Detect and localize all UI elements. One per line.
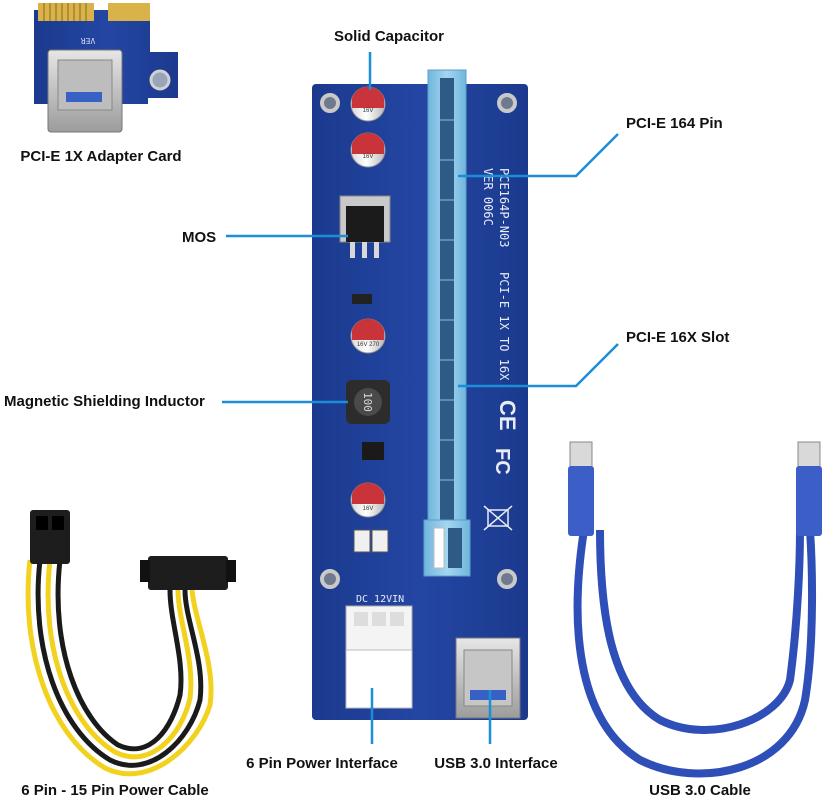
label-magnetic-inductor: Magnetic Shielding Inductor xyxy=(4,393,205,410)
label-pcie-16x-slot: PCI-E 16X Slot xyxy=(626,329,729,346)
board-description-text: PCI-E 1X TO 16X xyxy=(497,272,511,381)
label-pcie-164-pin: PCI-E 164 Pin xyxy=(626,115,723,132)
board-version-text: VER 006C xyxy=(481,168,495,226)
label-usb-cable: USB 3.0 Cable xyxy=(649,782,751,799)
board-model-text: PCE164P-N03 xyxy=(497,168,511,247)
svg-text:16V: 16V xyxy=(363,506,374,512)
solid-capacitor: 16V 16V 16V 270 16V xyxy=(350,86,386,518)
dc-input-label: DC 12VIN xyxy=(356,594,404,605)
magnetic-inductor: 100 xyxy=(346,380,390,424)
fc-mark: FC xyxy=(491,448,513,475)
riser-board: PCE164P-N03 VER 006C PCI-E 1X TO 16X CE … xyxy=(312,69,528,720)
power-connector xyxy=(345,605,413,709)
label-power-cable: 6 Pin - 15 Pin Power Cable xyxy=(21,782,209,799)
svg-text:16V: 16V xyxy=(363,154,374,160)
weee-bin-icon xyxy=(483,505,513,531)
svg-text:16V: 16V xyxy=(363,108,374,114)
label-usb-interface: USB 3.0 Interface xyxy=(434,755,557,772)
capacitor-print: 16V 270 xyxy=(357,342,380,348)
ce-mark: CE xyxy=(495,400,520,431)
label-adapter-card: PCI-E 1X Adapter Card xyxy=(20,148,181,165)
label-power-interface: 6 Pin Power Interface xyxy=(246,755,398,772)
label-mos: MOS xyxy=(182,229,216,246)
usb-cable xyxy=(568,441,822,778)
usb-port xyxy=(455,637,521,719)
label-solid-capacitor: Solid Capacitor xyxy=(334,28,444,45)
adapter-card-print: VER xyxy=(81,36,96,45)
inductor-code: 100 xyxy=(361,392,374,412)
power-cable xyxy=(25,510,236,777)
callout-lines xyxy=(222,52,619,744)
mos-transistor xyxy=(339,195,391,258)
adapter-card: VER xyxy=(34,3,178,133)
